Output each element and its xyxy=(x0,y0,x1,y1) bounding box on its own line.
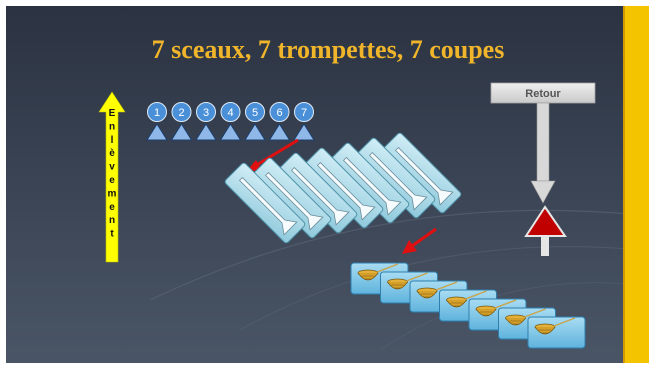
trumpet-card xyxy=(224,162,306,244)
seal-item: 2 xyxy=(170,102,193,141)
seal-triangle-icon xyxy=(170,123,193,141)
trumpet-card xyxy=(328,142,410,224)
trumpet-icon xyxy=(264,171,324,231)
seal-triangle-icon xyxy=(293,123,315,141)
bowl-card xyxy=(527,316,586,349)
bowl-icon xyxy=(475,299,517,317)
seal-circle-icon xyxy=(220,102,241,122)
bowl-icon xyxy=(505,308,546,326)
seal-number: 6 xyxy=(276,107,282,119)
seal-number: 7 xyxy=(301,107,307,119)
return-button[interactable]: Retour xyxy=(490,82,596,104)
decor-swoosh xyxy=(149,209,641,301)
stop-triangle xyxy=(524,205,567,256)
trumpet-icon xyxy=(238,176,298,236)
seal-circle-icon xyxy=(269,102,290,122)
seal-circle-icon xyxy=(147,102,167,122)
vertical-label-letter: t xyxy=(110,229,114,240)
accent-bar-edge xyxy=(623,6,625,363)
seal-circle-icon xyxy=(294,102,314,122)
seal-number: 5 xyxy=(252,107,258,119)
trumpet-card xyxy=(380,132,462,214)
seal-triangle-icon xyxy=(146,123,168,141)
seal-item: 6 xyxy=(268,102,291,141)
grey-down-arrow xyxy=(530,102,556,204)
seal-circle-icon xyxy=(245,102,265,122)
trumpet-icon xyxy=(368,151,428,211)
seal-number: 2 xyxy=(178,107,184,119)
bowl-icon xyxy=(446,290,487,308)
vertical-label-letter: n xyxy=(109,215,115,226)
seal-circle-icon xyxy=(196,102,216,122)
trumpet-card xyxy=(250,157,332,239)
seals-row: 1 2 3 4 5 6 7 xyxy=(146,102,315,141)
seal-number: 4 xyxy=(227,107,233,119)
trumpet-card xyxy=(302,147,384,229)
seal-circle-icon xyxy=(171,102,192,122)
vertical-label-letter: e xyxy=(109,202,115,213)
slide-title: 7 sceaux, 7 trompettes, 7 coupes xyxy=(152,35,505,64)
accent-bar xyxy=(623,6,649,363)
rapture-arrow xyxy=(98,91,126,263)
decor-swoosh xyxy=(239,246,641,331)
bowls-group xyxy=(350,262,586,349)
bowl-icon xyxy=(357,263,399,281)
vertical-label-letter: e xyxy=(109,175,115,186)
decor-swoosh xyxy=(379,282,641,351)
vertical-label-letter: è xyxy=(109,148,115,159)
return-button-label: Retour xyxy=(525,88,561,100)
trumpet-icon xyxy=(290,166,350,226)
vertical-label-letter: v xyxy=(109,162,115,173)
trumpet-card xyxy=(354,137,436,219)
seal-triangle-icon xyxy=(219,123,242,141)
red-arrow-trumpets-to-bowls xyxy=(402,227,437,254)
bowl-icon xyxy=(534,317,576,335)
vertical-label-letter: n xyxy=(109,121,115,132)
trumpet-icon xyxy=(394,146,454,206)
vertical-label-letter: E xyxy=(109,108,116,119)
seal-item: 4 xyxy=(219,102,242,141)
bowl-icon xyxy=(416,281,458,299)
seal-triangle-icon xyxy=(244,123,266,141)
seal-triangle-icon xyxy=(268,123,291,141)
seal-number: 3 xyxy=(203,107,209,119)
trumpet-icon xyxy=(316,161,376,221)
bowl-icon xyxy=(387,272,428,290)
seal-item: 3 xyxy=(195,102,217,141)
seal-number: 1 xyxy=(154,107,160,119)
seal-item: 7 xyxy=(293,102,315,141)
seal-item: 5 xyxy=(244,102,266,141)
seal-triangle-icon xyxy=(195,123,217,141)
seal-item: 1 xyxy=(146,102,168,141)
trumpets-group xyxy=(224,132,462,244)
trumpet-icon xyxy=(342,156,402,216)
vertical-label-letter: l xyxy=(111,135,114,146)
vertical-label-letter: m xyxy=(108,188,117,199)
